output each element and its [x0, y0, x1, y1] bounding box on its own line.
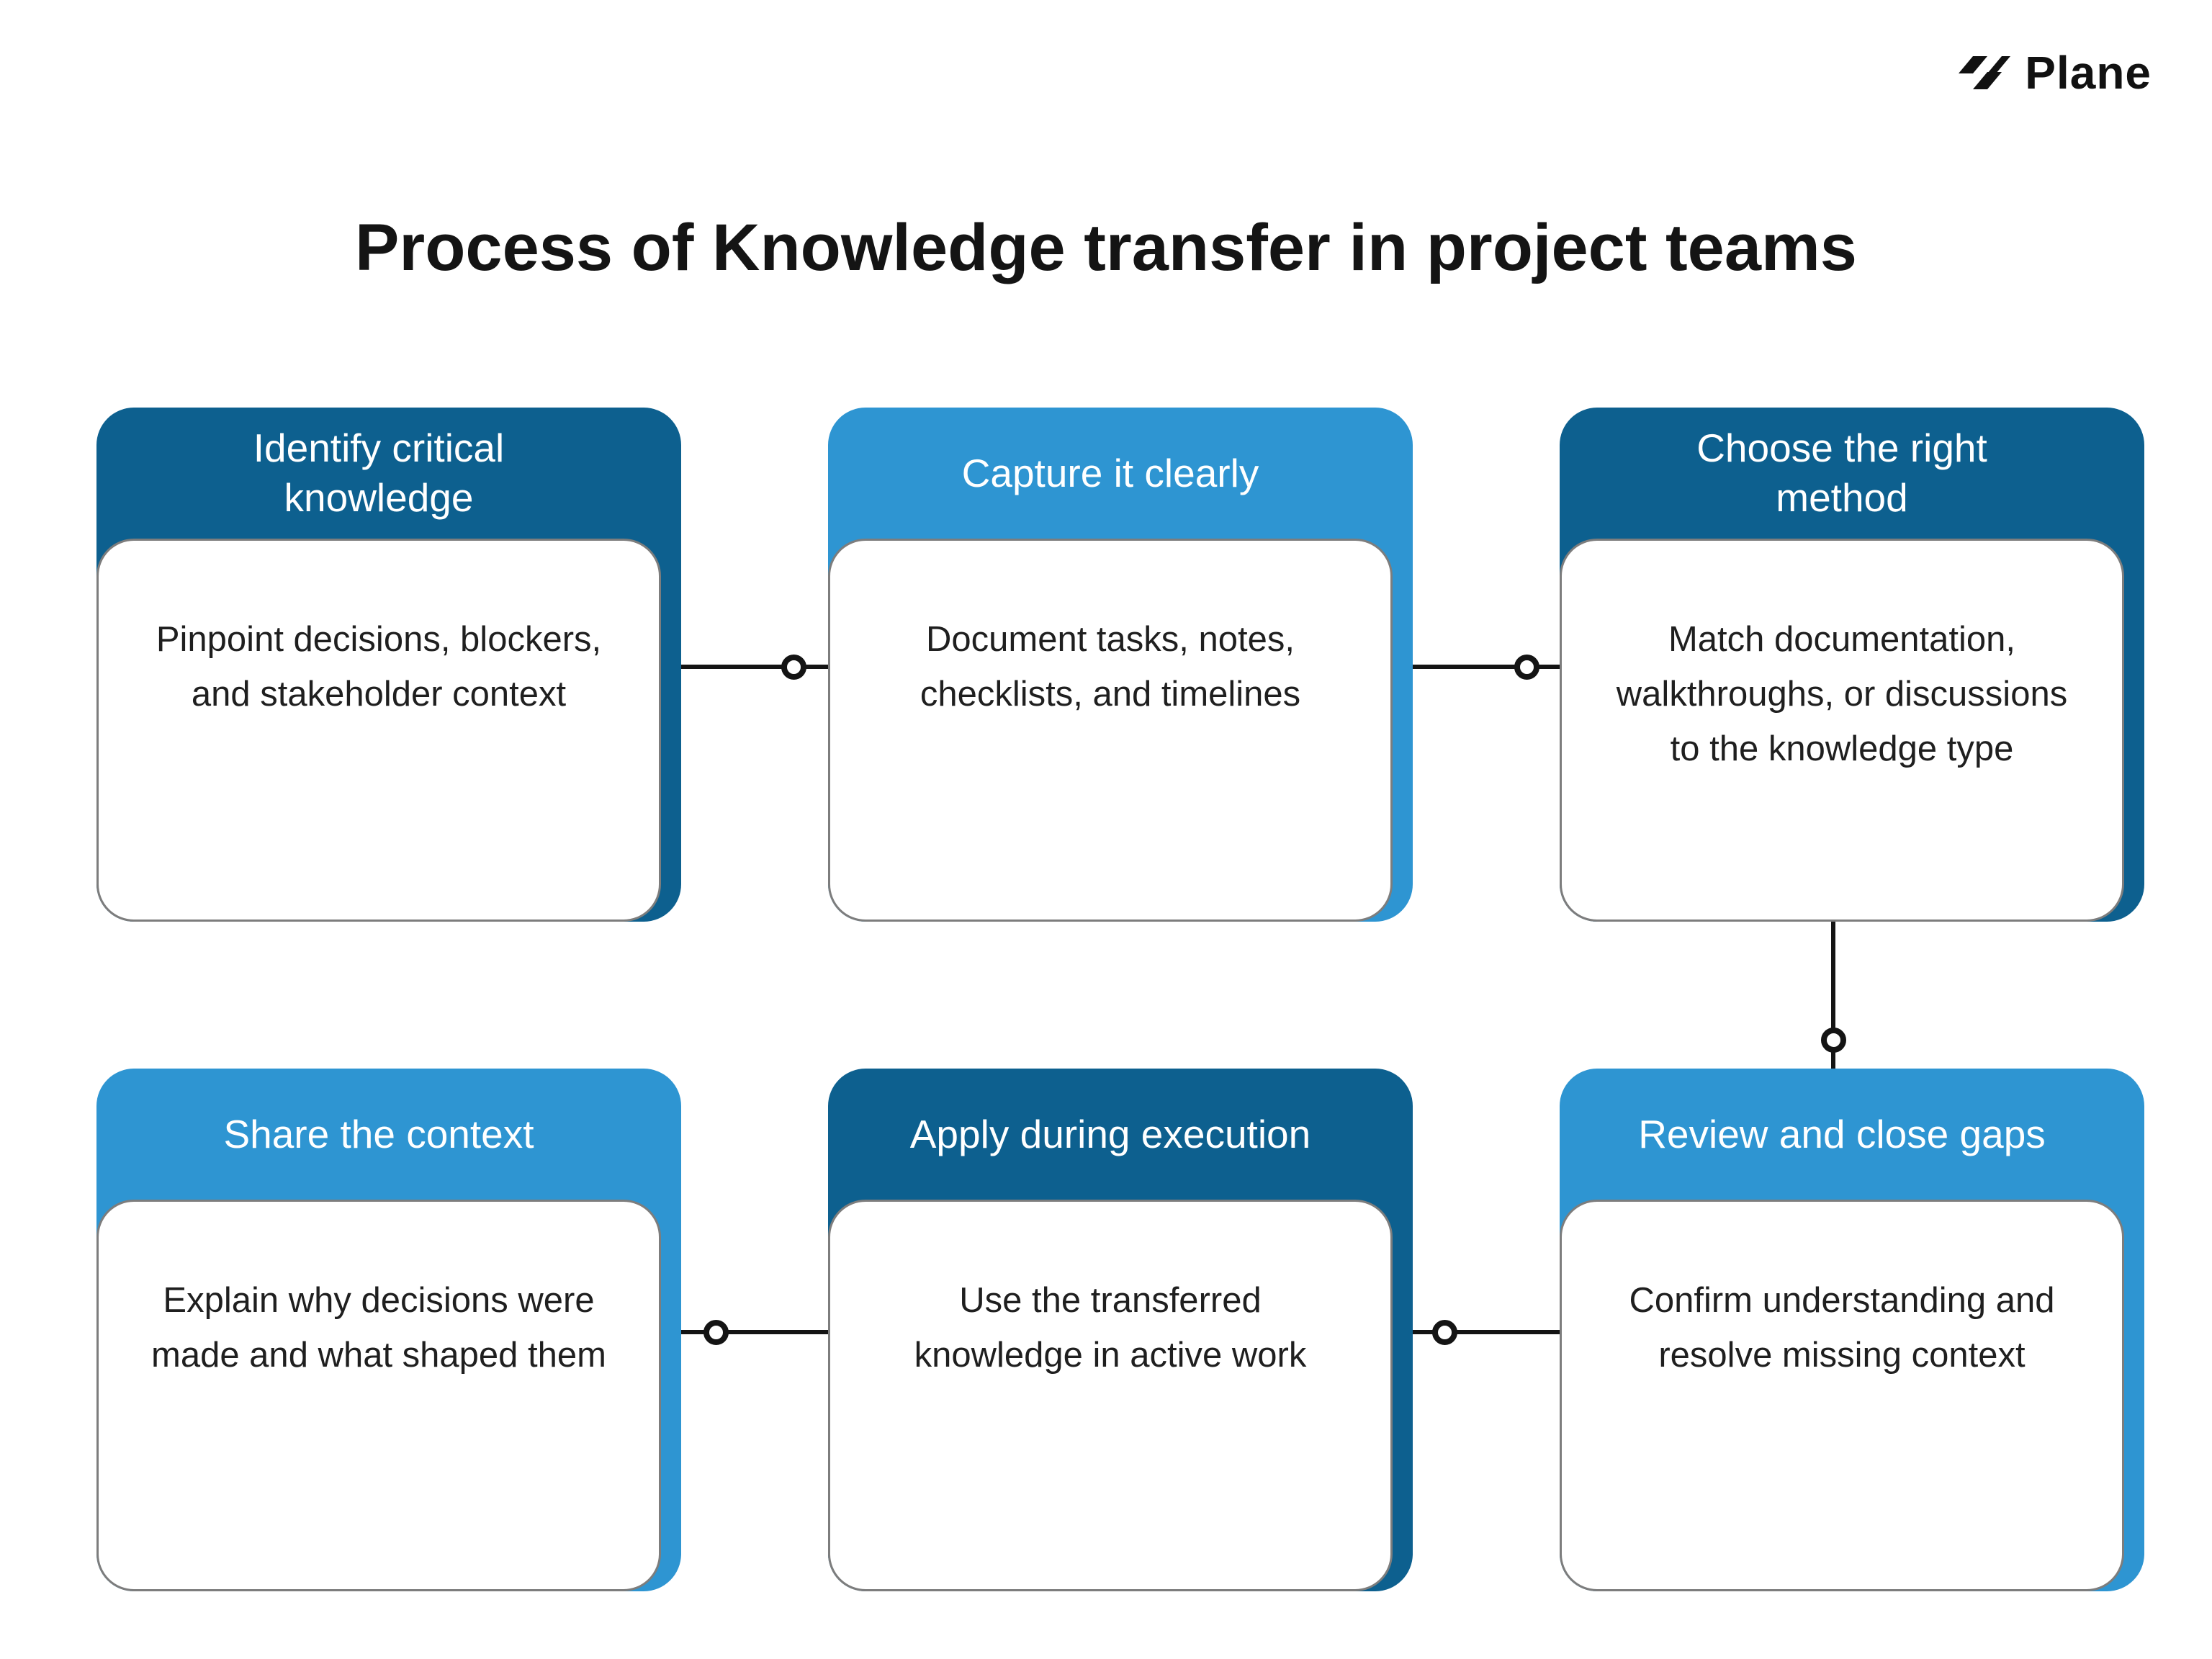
connector-line-2-3: [1413, 665, 1560, 669]
card-panel: Confirm understanding and resolve missin…: [1560, 1200, 2124, 1591]
connector-line-1-2: [681, 665, 828, 669]
connector-node-1-2: [781, 655, 806, 680]
card-panel: Explain why decisions were made and what…: [96, 1200, 661, 1591]
card-body: Confirm understanding and resolve missin…: [1629, 1281, 2055, 1375]
card-apply-during-execution: Apply during execution Use the transferr…: [828, 1069, 1413, 1591]
card-choose-the-right-method: Choose the right method Match documentat…: [1560, 408, 2144, 922]
connector-line-4-5: [681, 1330, 828, 1334]
card-panel: Document tasks, notes, checklists, and t…: [828, 539, 1393, 922]
brand-logo: Plane: [1957, 46, 2152, 99]
plane-logo-icon: [1957, 52, 2012, 94]
card-panel: Use the transferred knowledge in active …: [828, 1200, 1393, 1591]
connector-line-5-6: [1413, 1330, 1560, 1334]
brand-name: Plane: [2025, 47, 2152, 99]
card-review-and-close-gaps: Review and close gaps Confirm understand…: [1560, 1069, 2144, 1591]
card-body: Use the transferred knowledge in active …: [914, 1281, 1307, 1375]
card-title: Review and close gaps: [1638, 1111, 2046, 1156]
card-panel: Match documentation, walkthroughs, or di…: [1560, 539, 2124, 922]
connector-node-3-6: [1821, 1028, 1846, 1053]
card-body: Explain why decisions were made and what…: [151, 1281, 606, 1375]
card-capture-it-clearly: Capture it clearly Document tasks, notes…: [828, 408, 1413, 922]
connector-line-3-6: [1831, 922, 1835, 1069]
card-body: Match documentation, walkthroughs, or di…: [1616, 620, 2068, 768]
card-title: Choose the right method: [1696, 426, 1987, 520]
connector-node-2-3: [1514, 655, 1539, 680]
connector-node-4-5: [703, 1320, 729, 1345]
connector-node-5-6: [1432, 1320, 1457, 1345]
card-share-the-context: Share the context Explain why decisions …: [96, 1069, 681, 1591]
card-title: Identify critical knowledge: [253, 426, 505, 520]
page-title: Process of Knowledge transfer in project…: [355, 211, 1857, 284]
card-identify-critical-knowledge: Identify critical knowledge Pinpoint dec…: [96, 408, 681, 922]
card-panel: Pinpoint decisions, blockers, and stakeh…: [96, 539, 661, 922]
card-title: Share the context: [223, 1111, 534, 1156]
card-title: Apply during execution: [909, 1111, 1311, 1156]
card-body: Document tasks, notes, checklists, and t…: [920, 620, 1301, 714]
card-body: Pinpoint decisions, blockers, and stakeh…: [156, 620, 602, 714]
card-title: Capture it clearly: [961, 450, 1259, 495]
